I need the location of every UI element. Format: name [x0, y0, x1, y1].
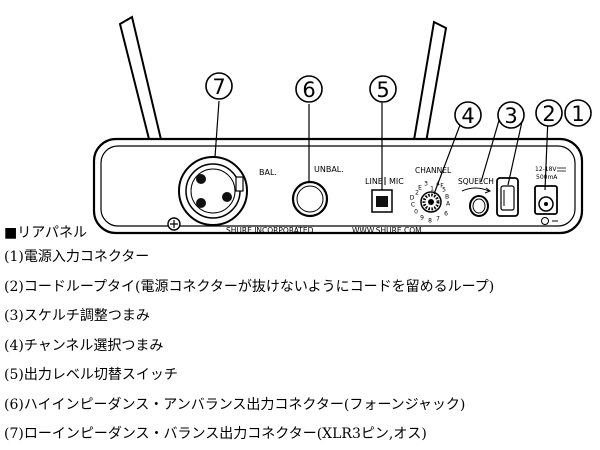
power-input-connector — [534, 185, 558, 215]
line-label: LINE — [365, 177, 383, 186]
channel-digit: 2 — [415, 190, 419, 197]
callout-number: 4 — [461, 104, 474, 128]
channel-digit: 5 — [442, 187, 446, 194]
callout-number: 3 — [504, 104, 517, 128]
legend-item-unbalanced-output: (6)ハイインピーダンス・アンバランス出力コネクター(フォーンジャック) — [4, 396, 466, 413]
cord-loop-tie — [496, 177, 519, 217]
brand-text: SHURE INCORPORATED — [226, 226, 314, 235]
callout-number: 5 — [376, 78, 389, 102]
channel-digit: 8 — [428, 218, 432, 225]
legend-item-channel-knob: (4)チャンネル選択つまみ — [4, 337, 164, 354]
channel-digit: C — [411, 202, 415, 209]
channel-digit: F — [440, 183, 444, 190]
squelch-arc — [461, 187, 490, 192]
channel-label: CHANNEL — [415, 166, 452, 175]
rear-panel-legend: ■リアパネル (1)電源入力コネクター (2)コードループタイ(電源コネクターが… — [4, 224, 596, 450]
legend-item-output-level-switch: (5)出力レベル切替スイッチ — [4, 367, 178, 383]
channel-digit: 3 — [424, 181, 428, 188]
legend-heading: ■リアパネル — [4, 225, 87, 241]
channel-digit: B — [445, 194, 449, 201]
bal-label: BAL. — [259, 168, 277, 177]
legend-item-power-input: (1)電源入力コネクター — [4, 249, 150, 265]
channel-digit: 9 — [420, 215, 424, 222]
channel-select-knob — [420, 191, 442, 213]
screw-icon — [167, 217, 181, 231]
legend-item-cord-loop-tie: (2)コードループタイ(電源コネクターが抜けないようにコードを留めるループ) — [4, 278, 495, 295]
callout-number: 7 — [212, 75, 225, 99]
channel-digit: 6 — [444, 211, 448, 218]
callout-7: 7 — [205, 72, 233, 100]
callout-leaders — [214, 100, 549, 195]
callout-4: 4 — [454, 101, 482, 129]
callout-1: 1 — [564, 99, 592, 127]
squelch-label: SQUELCH — [458, 177, 494, 186]
channel-digit: A — [446, 201, 451, 208]
callout-6: 6 — [295, 75, 323, 103]
channel-digit: 7 — [436, 216, 440, 223]
callout-5: 5 — [369, 75, 397, 103]
right-antenna — [411, 20, 448, 150]
xlr-balanced-output — [178, 156, 248, 226]
website-text: WWW.SHURE.COM — [352, 226, 422, 235]
squelch-knob — [469, 195, 489, 217]
callout-number: 2 — [542, 102, 555, 126]
callout-number: 1 — [571, 102, 584, 126]
legend-item-squelch-knob: (3)スケルチ調整つまみ — [4, 308, 150, 324]
channel-digit: E — [418, 185, 422, 192]
callout-3: 3 — [497, 101, 525, 129]
mic-label: MIC — [389, 177, 404, 186]
callout-number: 6 — [302, 78, 315, 102]
channel-digit: D — [410, 195, 415, 202]
left-antenna — [118, 15, 165, 153]
rear-panel-diagram: BAL. UNBAL. LINE MIC CHANNEL 1 2 3 4 5 6… — [92, 15, 592, 235]
channel-digit: 1 — [430, 186, 434, 193]
output-level-switch — [371, 189, 393, 213]
unbalanced-phone-jack — [291, 180, 329, 218]
power-rating-current: 500mA — [536, 174, 558, 181]
unbal-label: UNBAL. — [314, 165, 344, 174]
legend-item-balanced-output: (7)ローインピーダンス・バランス出力コネクター(XLR3ピン,オス) — [4, 426, 427, 442]
channel-digit: 0 — [414, 209, 418, 216]
callout-2: 2 — [535, 99, 563, 127]
receiver-inner-panel — [100, 145, 576, 227]
